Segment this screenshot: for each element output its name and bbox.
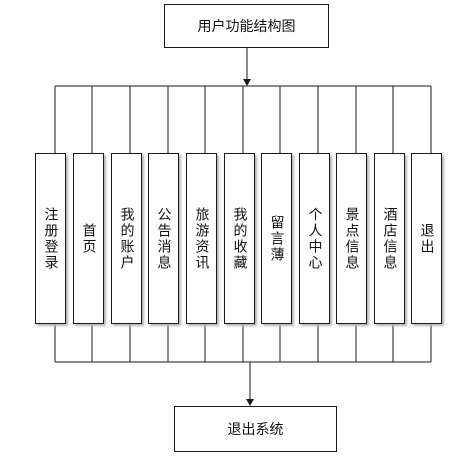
root-node-label: 用户功能结构图 — [197, 19, 296, 35]
module-hotels: 酒店信息 — [374, 153, 405, 324]
module-announcements: 公告消息 — [148, 153, 179, 324]
module-label: 个人中心 — [306, 206, 323, 271]
module-label: 公告消息 — [155, 206, 172, 271]
module-travel-news: 旅游资讯 — [186, 153, 217, 324]
exit-system-node: 退出系统 — [174, 406, 337, 452]
module-label: 我的账户 — [118, 206, 135, 271]
module-label: 首页 — [80, 222, 97, 255]
module-my-account: 我的账户 — [111, 153, 142, 324]
module-label: 酒店信息 — [381, 206, 398, 271]
module-my-favorites: 我的收藏 — [224, 153, 255, 324]
root-down-arrow — [243, 79, 251, 86]
exit-down-arrow — [246, 399, 254, 406]
module-label: 留言薄 — [268, 214, 285, 263]
module-label: 旅游资讯 — [193, 206, 210, 271]
module-home: 首页 — [73, 153, 104, 324]
module-message-board: 留言薄 — [261, 153, 292, 324]
module-attractions: 景点信息 — [336, 153, 367, 324]
module-logout: 退出 — [411, 153, 442, 324]
module-label: 景点信息 — [343, 206, 360, 271]
module-label: 注册登录 — [42, 206, 59, 271]
exit-system-label: 退出系统 — [227, 422, 284, 438]
module-label: 退出 — [418, 222, 435, 255]
module-personal-center: 个人中心 — [299, 153, 330, 324]
root-node: 用户功能结构图 — [164, 4, 329, 48]
module-label: 我的收藏 — [231, 206, 248, 271]
module-register-login: 注册登录 — [35, 153, 66, 324]
